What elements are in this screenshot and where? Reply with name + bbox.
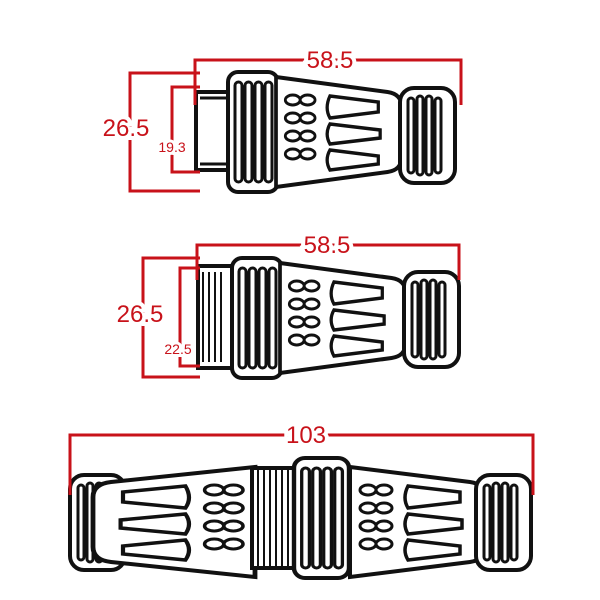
connector-3-length-label: 103 [286,422,326,449]
connector-2-length-label: 58.5 [304,232,351,259]
connector-1-body [194,70,457,194]
connector-2-outer-height-label: 26.5 [117,301,164,328]
connector-3-body [68,458,533,578]
connector-2-dimension-lines [141,243,461,379]
connector-1-inner-height-label: 19.3 [158,139,185,155]
connector-2-body [196,256,461,380]
connector-1-dimension-lines [128,58,463,193]
connector-1-outer-height-label: 26.5 [103,115,150,142]
connector-1: 58.5 26.5 19.3 [99,43,463,194]
connector-2-inner-height-label: 22.5 [164,341,191,357]
connector-1-length-label: 58.5 [307,47,354,74]
connector-3-dimension-lines [68,433,535,495]
connector-3: 103 [68,418,535,578]
connector-2: 58.5 26.5 22.5 [113,228,461,380]
